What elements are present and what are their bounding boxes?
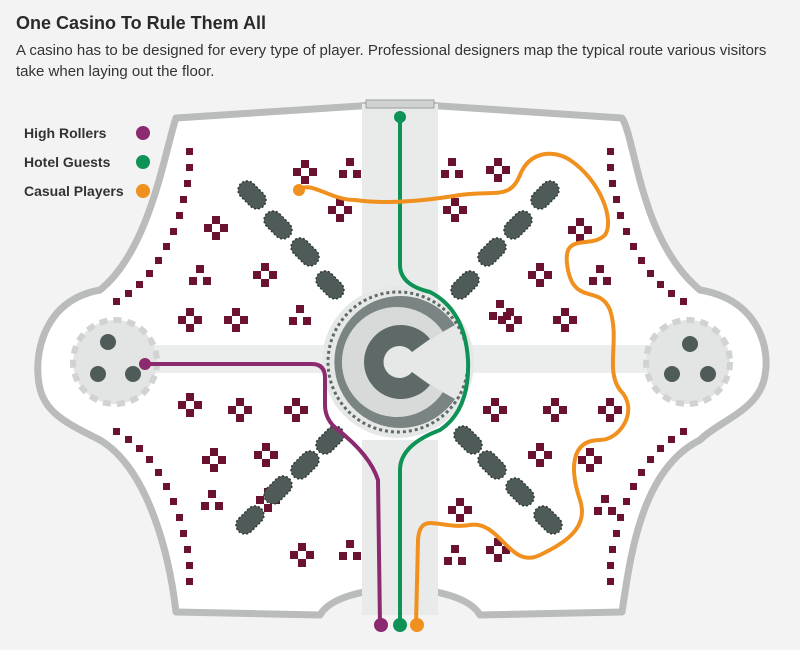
route-casual-players-end <box>410 618 424 632</box>
legend-item-high-rollers: High Rollers <box>24 118 150 147</box>
page-subtitle: A casino has to be designed for every ty… <box>16 42 767 80</box>
perimeter-slots-west <box>113 148 193 585</box>
route-high-rollers-start <box>139 358 151 370</box>
entrance-strip <box>365 99 435 109</box>
legend-swatch-casual-players <box>136 183 150 198</box>
legend-swatch-high-rollers <box>136 125 150 140</box>
legend-label: High Rollers <box>24 124 107 141</box>
page-title: One Casino To Rule Them All <box>16 13 267 33</box>
legend-label: Hotel Guests <box>24 153 111 170</box>
central-bar-feature <box>322 286 474 438</box>
legend-swatch-hotel-guests <box>136 154 150 169</box>
legend-item-casual-players: Casual Players <box>24 176 150 205</box>
route-hotel-guests <box>398 115 471 627</box>
route-high-rollers <box>143 362 382 627</box>
east-lounge <box>643 317 733 407</box>
perimeter-slots-east <box>607 148 687 585</box>
legend-label: Casual Players <box>24 182 124 199</box>
legend-item-hotel-guests: Hotel Guests <box>24 147 150 176</box>
route-casual-players-start <box>293 184 305 196</box>
route-casual-players <box>297 151 631 627</box>
legend: High Rollers Hotel Guests Casual Players <box>24 118 150 205</box>
route-high-rollers-end <box>374 618 388 632</box>
route-hotel-guests-end <box>393 618 407 632</box>
route-hotel-guests-start <box>394 111 406 123</box>
